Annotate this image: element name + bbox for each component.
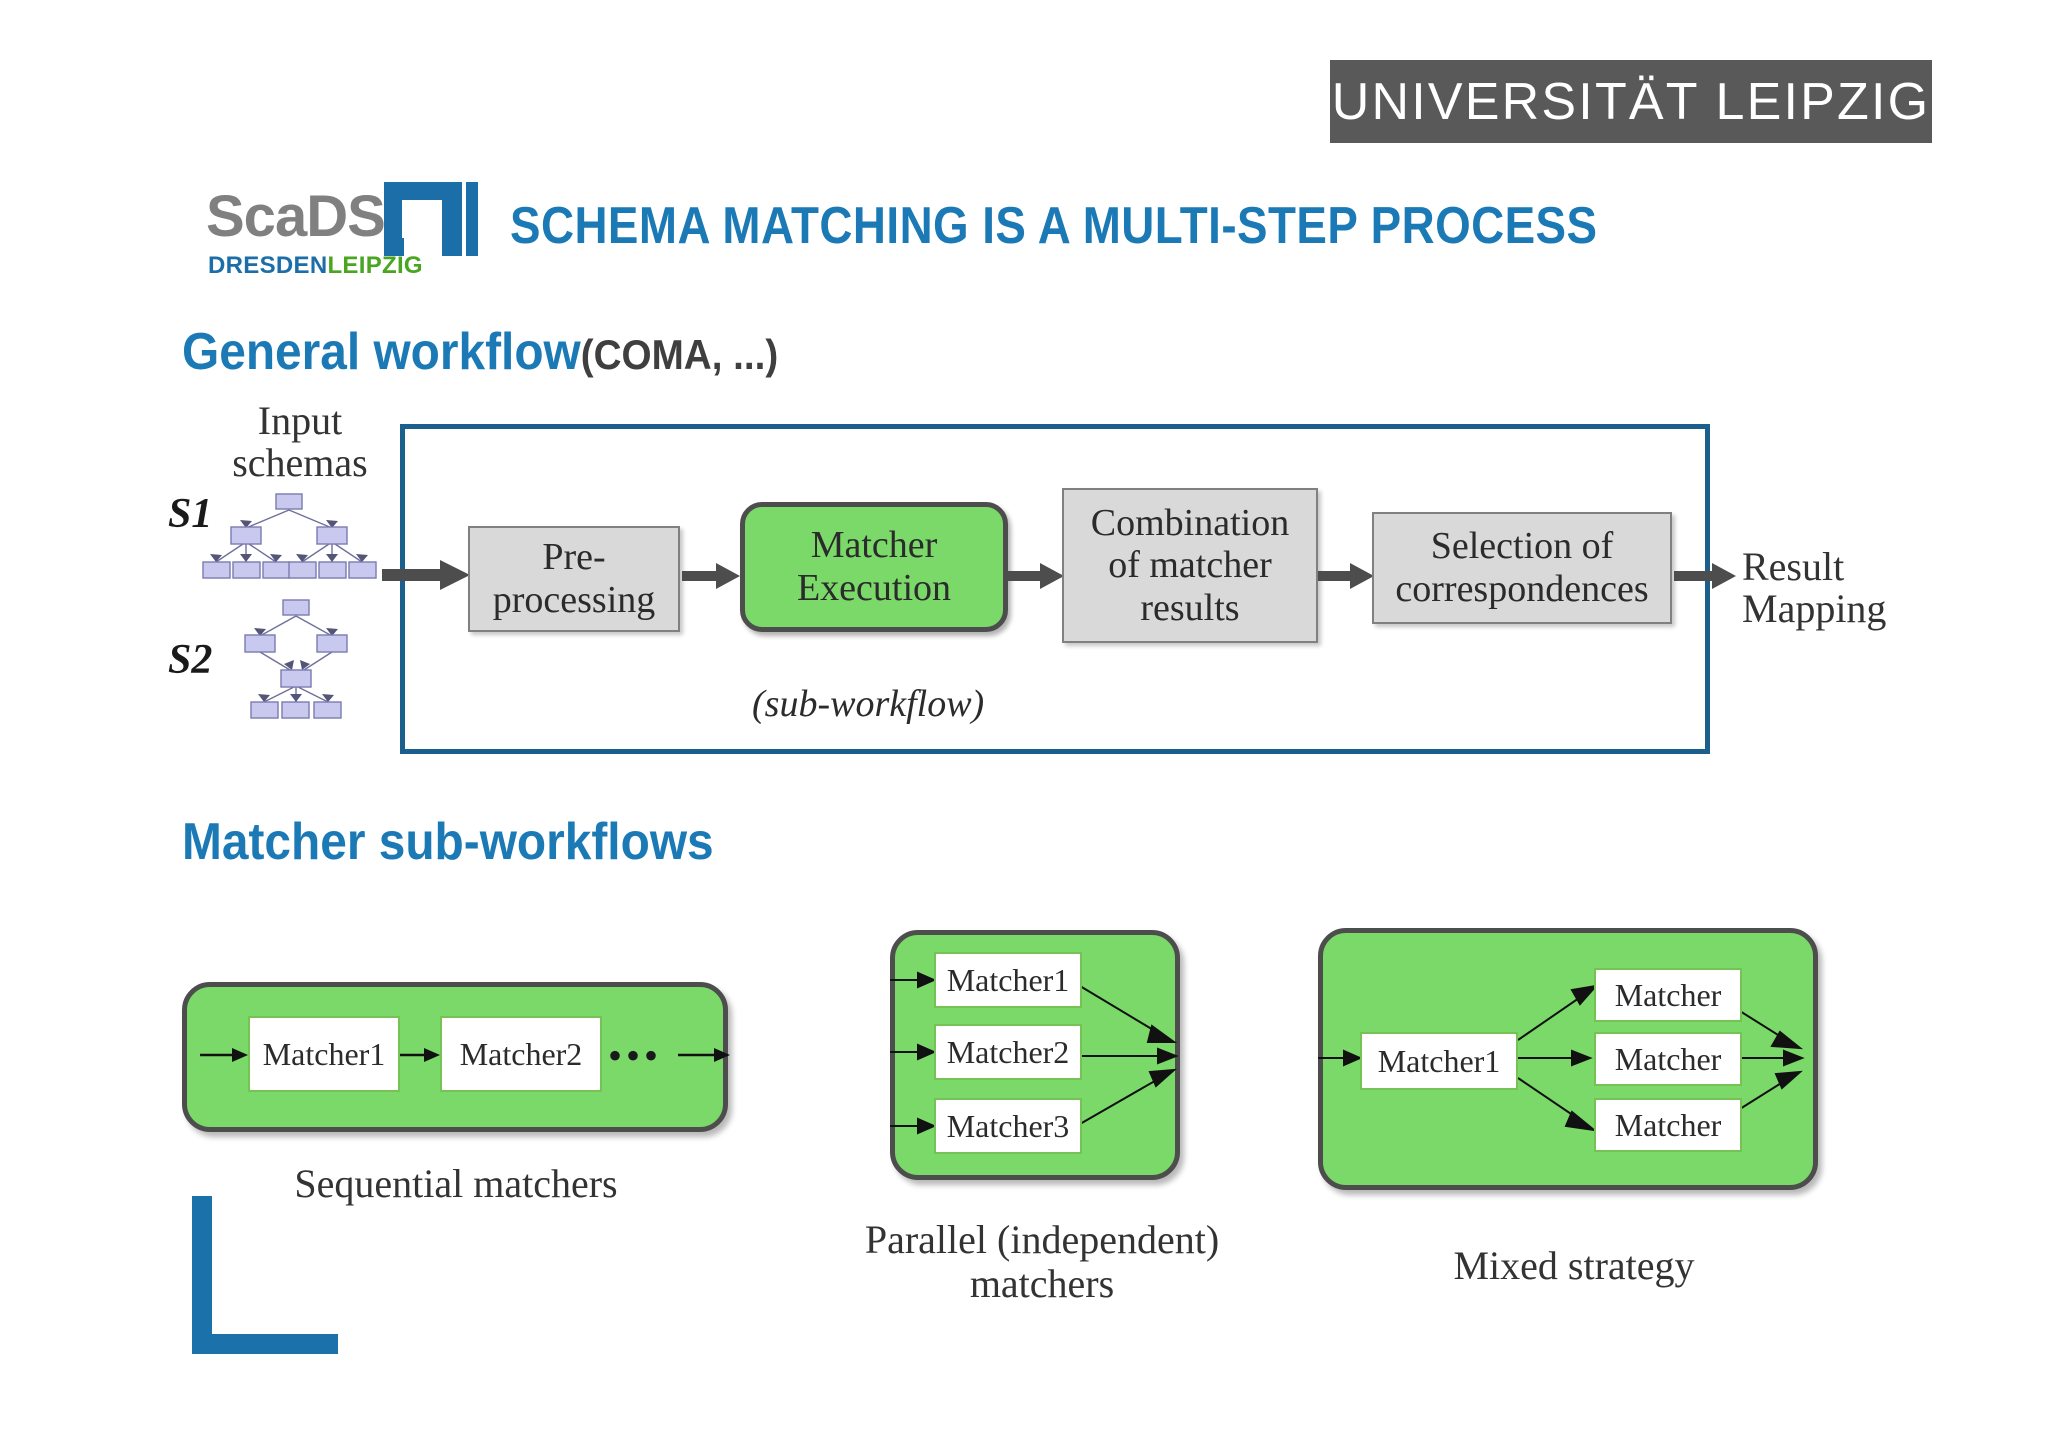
scads-subtitle: DRESDENLEIPZIG [208, 252, 423, 280]
section-heading-main: General workflow [182, 323, 581, 381]
scads-subtitle-dresden: DRESDEN [208, 252, 328, 279]
section-heading-sub: (COMA, ...) [580, 331, 779, 378]
university-leipzig-logo: UNIVERSITÄT LEIPZIG [1330, 60, 1932, 143]
arrow-input-to-preprocessing [382, 560, 470, 590]
matcher-chip-parallel-3: Matcher3 [934, 1098, 1082, 1154]
matcher-chip-sequential-2: Matcher2 [440, 1016, 602, 1092]
matcher-chip-mixed-first: Matcher1 [1360, 1032, 1518, 1090]
arrow-selection-to-result [1674, 563, 1736, 589]
scads-wordmark: ScaDS [206, 184, 386, 249]
arrow-in-sequential [200, 1048, 248, 1062]
matcher-chip-parallel-2: Matcher2 [934, 1024, 1082, 1080]
sequential-ellipsis: ••• [608, 1033, 663, 1078]
sub-workflow-caption: (sub-workflow) [752, 683, 985, 725]
matcher-chip-mixed-2: Matcher [1594, 1032, 1742, 1086]
arrow-sequential-1-to-2 [400, 1048, 440, 1062]
section-heading-matcher-subworkflows: Matcher sub-workflows [182, 813, 714, 871]
arrows-mixed-connectors [1318, 984, 1805, 1132]
schema-label-s2: S2 [168, 637, 213, 683]
scads-logo: ScaDS DRESDENLEIPZIG [206, 182, 478, 282]
step-box-preprocessing: Pre-processing [468, 526, 680, 632]
matcher-chip-sequential-1: Matcher1 [248, 1016, 400, 1092]
schema-label-s1: S1 [168, 491, 213, 537]
step-label-preprocessing: Pre-processing [492, 536, 656, 621]
schema-tree-s2-diagram [244, 599, 348, 719]
section-heading-general-workflow: General workflow(COMA, ...) [182, 322, 778, 382]
arrow-combination-to-selection [1318, 563, 1374, 589]
scads-subtitle-leipzig: LEIPZIG [327, 252, 423, 279]
arrows-parallel-connectors [890, 971, 1179, 1135]
arrow-matcher-to-combination [1008, 563, 1064, 589]
matcher-chip-parallel-1: Matcher1 [934, 952, 1082, 1008]
arrow-out-sequential [678, 1048, 730, 1062]
input-schemas-label: Input schemas [232, 398, 368, 485]
caption-sequential-matchers: Sequential matchers [294, 1161, 618, 1206]
matcher-chip-mixed-1: Matcher [1594, 968, 1742, 1022]
scads-bars-icon [384, 182, 478, 256]
matcher-chip-mixed-3: Matcher [1594, 1098, 1742, 1152]
page-title: SCHEMA MATCHING IS A MULTI-STEP PROCESS [510, 197, 1598, 255]
corner-accent-horizontal-bar [192, 1334, 338, 1354]
arrow-preprocessing-to-matcher [682, 563, 740, 589]
corner-accent-vertical-bar [192, 1196, 212, 1354]
caption-parallel-matchers: Parallel (independent)matchers [864, 1217, 1220, 1306]
university-logo-text: UNIVERSITÄT LEIPZIG [1331, 72, 1931, 131]
schema-tree-s1-diagram [202, 493, 377, 579]
caption-mixed-strategy: Mixed strategy [1453, 1243, 1695, 1288]
